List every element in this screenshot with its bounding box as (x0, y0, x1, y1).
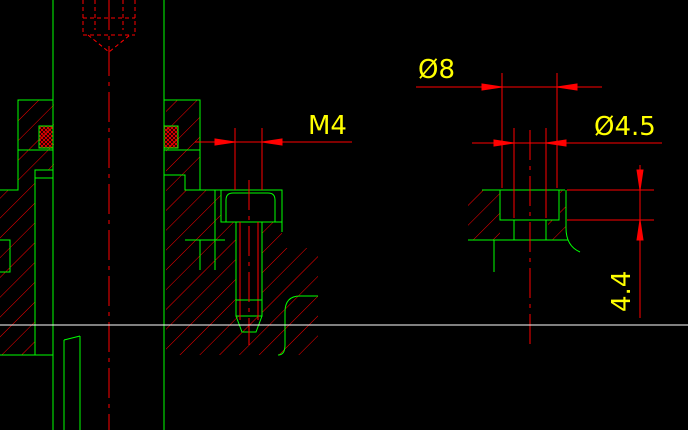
m4-dimension (195, 128, 352, 190)
top-drill-detail (82, 0, 136, 53)
seal-right (163, 125, 179, 149)
depth44-dimension (567, 165, 654, 318)
m4-label: M4 (308, 111, 347, 141)
left-housing-step (34, 169, 53, 179)
seal-left (38, 125, 54, 149)
counterbore-hatch (468, 190, 500, 240)
left-housing-outline (0, 99, 53, 191)
dia45-label: Ø4.5 (594, 112, 656, 142)
left-assembly (0, 0, 318, 430)
counterbore-detail (468, 189, 581, 272)
dia8-dimension (416, 73, 602, 188)
dia8-label: Ø8 (418, 55, 455, 85)
depth44-label: 4.4 (607, 271, 637, 312)
dia45-dimension (472, 128, 662, 218)
